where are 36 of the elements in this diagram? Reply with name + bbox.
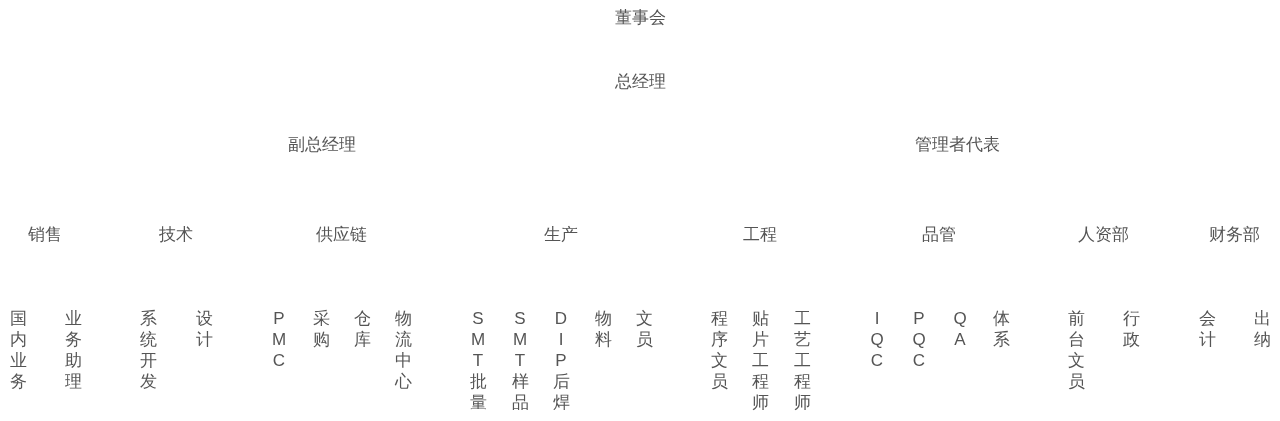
role-name: 仓库 [353, 308, 371, 350]
role-name: SMT批量 [469, 308, 487, 413]
role-name: 采购 [312, 308, 330, 350]
role-name: 业务助理 [64, 308, 82, 392]
department-name: 技术 [159, 225, 193, 245]
department-name: 财务部 [1208, 225, 1260, 245]
role-name: 贴片工程师 [751, 308, 769, 413]
role-name: 系统开发 [139, 308, 157, 392]
position-title: 董事会 [614, 8, 666, 28]
role-name: PQC [912, 308, 926, 371]
position-title: 管理者代表 [914, 135, 1000, 155]
role-name: IQC [870, 308, 884, 371]
role-name: SMT样品 [511, 308, 529, 413]
role-name: 文员 [635, 308, 653, 350]
department-name: 销售 [28, 225, 62, 245]
department-name: 工程 [743, 225, 777, 245]
department-name: 品管 [922, 225, 956, 245]
role-name: 程序文员 [710, 308, 728, 392]
role-name: PMC [271, 308, 287, 371]
role-name: 物料 [594, 308, 612, 350]
position-title: 总经理 [614, 72, 666, 92]
position-title: 副总经理 [288, 135, 356, 155]
role-name: 出纳 [1253, 308, 1271, 350]
role-name: 体系 [992, 308, 1010, 350]
role-name: 国内业务 [9, 308, 27, 392]
role-name: 行政 [1122, 308, 1140, 350]
role-name: 设计 [195, 308, 213, 350]
department-name: 人资部 [1077, 225, 1129, 245]
department-name: 供应链 [315, 225, 367, 245]
role-name: 前台文员 [1067, 308, 1085, 392]
role-name: QA [953, 308, 967, 350]
role-name: 工艺工程师 [793, 308, 811, 413]
department-name: 生产 [544, 225, 578, 245]
role-name: 物流中心 [394, 308, 412, 392]
role-name: DIP后焊 [552, 308, 570, 413]
role-name: 会计 [1198, 308, 1216, 350]
